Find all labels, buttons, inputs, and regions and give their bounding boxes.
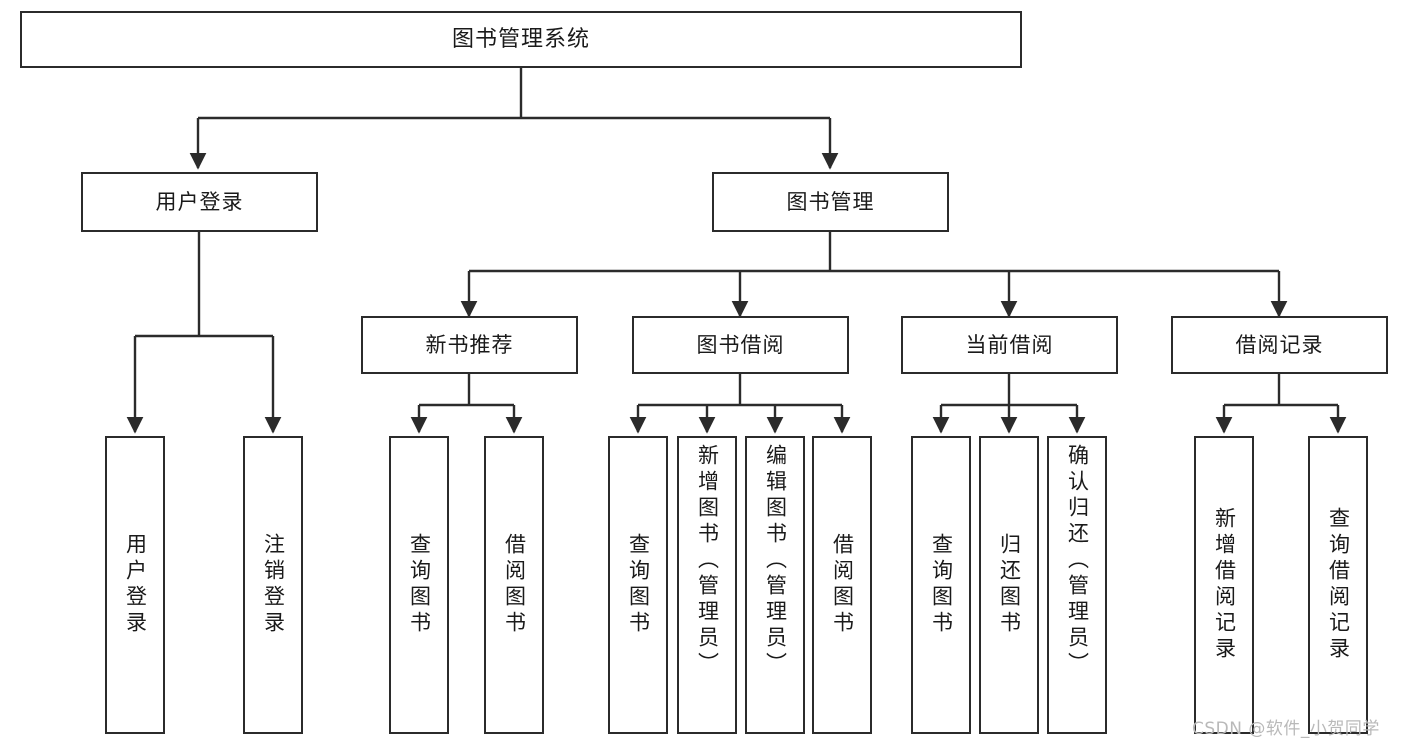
leaf-confirm-return-admin[interactable]: 确认归还（管理员） xyxy=(1047,436,1107,734)
node-label: 用户登录 xyxy=(155,189,244,214)
leaf-query-borrow-record[interactable]: 查询借阅记录 xyxy=(1308,436,1368,734)
node-root-system[interactable]: 图书管理系统 xyxy=(20,11,1022,68)
node-current-borrow[interactable]: 当前借阅 xyxy=(901,316,1118,374)
leaf-query-book-current[interactable]: 查询图书 xyxy=(911,436,971,734)
leaf-query-book-borrow[interactable]: 查询图书 xyxy=(608,436,668,734)
node-borrow-record[interactable]: 借阅记录 xyxy=(1171,316,1388,374)
leaf-add-book-admin[interactable]: 新增图书（管理员） xyxy=(677,436,737,734)
node-label: 查询借阅记录 xyxy=(1326,507,1351,663)
node-label: 图书借阅 xyxy=(696,332,785,357)
node-label: 查询图书 xyxy=(626,533,651,637)
node-label: 借阅图书 xyxy=(830,533,855,637)
leaf-edit-book-admin[interactable]: 编辑图书（管理员） xyxy=(745,436,805,734)
node-label: 编辑图书（管理员） xyxy=(763,444,788,678)
node-label: 注销登录 xyxy=(261,533,286,637)
node-label: 查询图书 xyxy=(929,533,954,637)
node-label: 新书推荐 xyxy=(425,332,514,357)
node-book-borrow[interactable]: 图书借阅 xyxy=(632,316,849,374)
node-label: 查询图书 xyxy=(407,533,432,637)
leaf-return-book[interactable]: 归还图书 xyxy=(979,436,1039,734)
node-label: 归还图书 xyxy=(997,533,1022,637)
leaf-user-login[interactable]: 用户登录 xyxy=(105,436,165,734)
node-label: 当前借阅 xyxy=(965,332,1054,357)
leaf-borrow-book-borrow[interactable]: 借阅图书 xyxy=(812,436,872,734)
node-label: 借阅图书 xyxy=(502,533,527,637)
node-label: 用户登录 xyxy=(123,533,148,637)
node-label: 图书管理系统 xyxy=(451,26,590,52)
node-label: 图书管理 xyxy=(786,189,875,214)
node-label: 确认归还（管理员） xyxy=(1065,444,1090,678)
node-label: 新增借阅记录 xyxy=(1212,507,1237,663)
leaf-logout[interactable]: 注销登录 xyxy=(243,436,303,734)
node-book-manage[interactable]: 图书管理 xyxy=(712,172,949,232)
leaf-add-borrow-record[interactable]: 新增借阅记录 xyxy=(1194,436,1254,734)
leaf-query-book-recommend[interactable]: 查询图书 xyxy=(389,436,449,734)
csdn-watermark: CSDN @软件_小贺同学 xyxy=(1192,719,1380,739)
node-new-book-recommend[interactable]: 新书推荐 xyxy=(361,316,578,374)
node-user-login[interactable]: 用户登录 xyxy=(81,172,318,232)
leaf-borrow-book-recommend[interactable]: 借阅图书 xyxy=(484,436,544,734)
node-label: 新增图书（管理员） xyxy=(695,444,720,678)
node-label: 借阅记录 xyxy=(1235,332,1324,357)
